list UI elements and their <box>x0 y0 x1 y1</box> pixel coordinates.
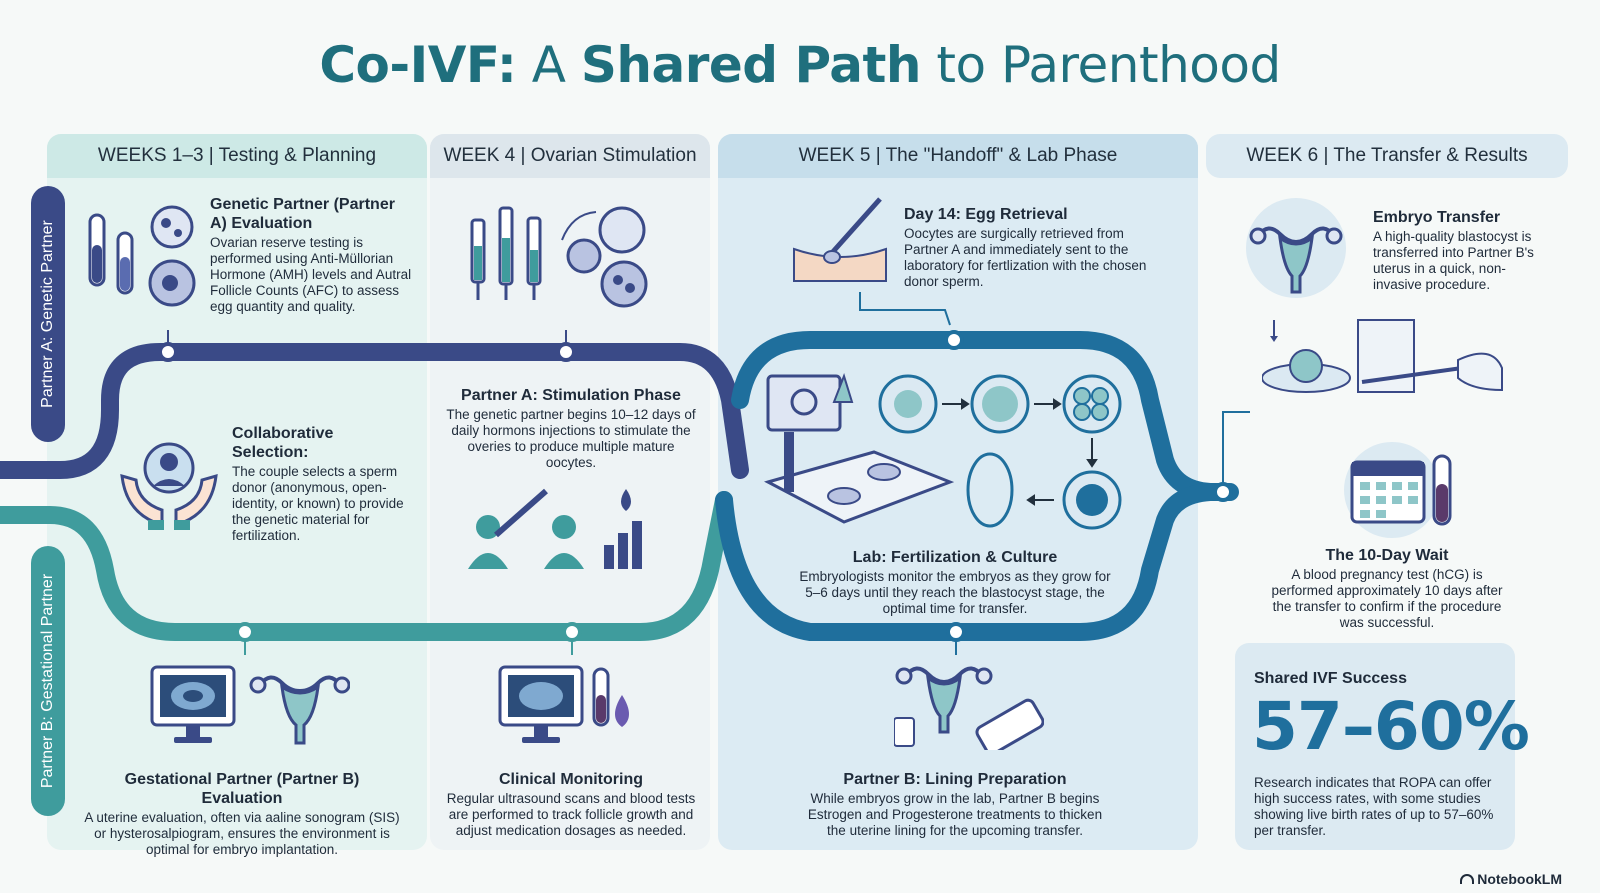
lane-label-partner-a: Partner A: Genetic Partner <box>31 186 65 442</box>
node-lining <box>946 622 966 642</box>
step-wait: The 10-Day Wait A blood pregnancy test (… <box>1271 547 1503 630</box>
success-value: 57–60% <box>1252 688 1530 765</box>
success-text: Research indicates that ROPA can offer h… <box>1254 775 1494 838</box>
egg-retrieval-icon <box>793 197 887 282</box>
step-collab: Collaborative Selection: The couple sele… <box>232 425 404 543</box>
node-transfer <box>1213 482 1233 502</box>
step-transfer: Embryo Transfer A high-quality blastocys… <box>1373 209 1534 292</box>
node-monitoring <box>562 622 582 642</box>
step-genetic-eval: Genetic Partner (Partner A) Evaluation O… <box>210 196 412 314</box>
phase-header-week-6: WEEK 6 | The Transfer & Results <box>1206 134 1568 178</box>
node-stimulation <box>556 342 576 362</box>
syringe-icon <box>470 206 648 308</box>
ultrasound-monitor-icon <box>498 665 629 743</box>
lab-station-icon <box>764 372 954 524</box>
uterus-icon <box>249 675 350 745</box>
uterus-icon <box>1246 198 1346 298</box>
node-genetic-eval <box>158 342 178 362</box>
step-monitoring: Clinical Monitoring Regular ultrasound s… <box>446 771 696 838</box>
blood-drop-icon <box>615 695 629 727</box>
pill-pack-icon <box>975 698 1044 750</box>
partner-b-path <box>0 491 733 641</box>
success-label: Shared IVF Success <box>1254 670 1407 687</box>
step-lab: Lab: Fertilization & Culture Embryologis… <box>799 549 1111 616</box>
phase-header-week-4: WEEK 4 | Ovarian Stimulation <box>430 134 710 178</box>
embryo-icon <box>878 374 1122 530</box>
petri-dish-icon <box>1262 319 1503 393</box>
brand-logo: NotebookLM <box>1460 871 1562 887</box>
uterus-icon <box>894 666 1044 750</box>
lane-label-partner-b: Partner B: Gestational Partner <box>31 546 65 816</box>
follicle-icon <box>598 206 646 254</box>
success-card <box>1235 643 1515 850</box>
step-retrieval: Day 14: Egg Retrieval Oocytes are surgic… <box>904 206 1147 289</box>
calendar-icon <box>1344 442 1452 538</box>
blood-drop-icon <box>621 489 631 511</box>
partner-a-path <box>0 343 749 479</box>
step-stimulation: Partner A: Stimulation Phase The genetic… <box>446 387 696 470</box>
merged-loop-path <box>731 331 1239 501</box>
hands-donor-icon <box>120 442 218 530</box>
page-title: Co-IVF: A Shared Path to Parenthood <box>319 36 1281 94</box>
phase-header-weeks-1-3: WEEKS 1–3 | Testing & Planning <box>47 134 427 178</box>
test-tube-icon <box>88 205 196 307</box>
phase-header-week-5: WEEK 5 | The "Handoff" & Lab Phase <box>718 134 1198 178</box>
node-retrieval <box>944 330 964 350</box>
node-gestational-eval <box>235 622 255 642</box>
test-tube-icon <box>1432 454 1452 526</box>
ultrasound-monitor-icon <box>150 665 350 745</box>
follicle-icon <box>150 205 194 249</box>
injection-progress-icon <box>468 488 642 569</box>
step-lining: Partner B: Lining Preparation While embr… <box>807 771 1103 838</box>
notebooklm-logo-icon <box>1460 874 1475 884</box>
step-gestational-eval: Gestational Partner (Partner B) Evaluati… <box>84 771 400 857</box>
phase-panel-1 <box>47 134 427 850</box>
